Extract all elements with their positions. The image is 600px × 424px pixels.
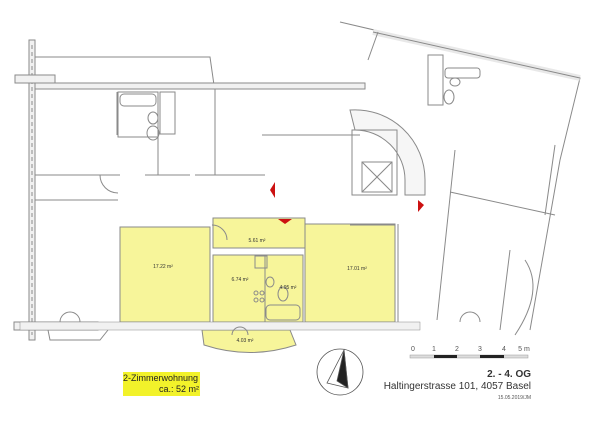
entry-marker-left xyxy=(270,182,275,198)
room-bedroom-label: 17.01 m² xyxy=(347,266,367,272)
apartment-type: 2-Zimmerwohnung xyxy=(123,373,199,383)
apartment-area: ca.: 52 m² xyxy=(158,384,199,394)
address-label: Haltingerstrasse 101, 4057 Basel xyxy=(383,381,531,392)
scale-tick-4: 4 xyxy=(502,346,506,353)
scale-tick-1: 1 xyxy=(432,346,436,353)
room-hall-area xyxy=(212,217,306,249)
date-code-label: 15.05.2019/JM xyxy=(497,395,531,401)
left-terrace-outline xyxy=(35,56,215,86)
room-bedroom-area xyxy=(304,223,396,323)
scale-tick-0: 0 xyxy=(411,346,415,353)
floor-label: 2. - 4. OG xyxy=(487,369,531,380)
scale-tick-2: 2 xyxy=(455,346,459,353)
north-arrow-icon xyxy=(316,348,364,396)
left-exterior-wall xyxy=(28,39,36,341)
right-terrace-outline xyxy=(339,21,581,161)
apartment-highlight xyxy=(119,217,396,353)
north-wall-left xyxy=(34,82,366,90)
room-living-label: 17.22 m² xyxy=(153,264,173,270)
room-balcony-label: 4.03 m² xyxy=(236,338,254,344)
apartment-tag: 2-Zimmerwohnung ca.: 52 m² xyxy=(123,372,200,396)
entry-marker-right xyxy=(418,200,424,212)
room-bath-label: 4.95 m² xyxy=(279,285,297,291)
scale-tick-3: 3 xyxy=(478,346,482,353)
room-living-area xyxy=(119,226,211,323)
entry-marker-down xyxy=(278,219,292,224)
entry-markers xyxy=(270,182,424,224)
room-balcony-area xyxy=(201,329,297,353)
stair-outline xyxy=(349,109,426,196)
scale-tick-5: 5 m xyxy=(518,346,530,353)
scale-bar xyxy=(409,354,529,359)
room-kitchen-area xyxy=(212,254,266,323)
elevator xyxy=(361,161,393,193)
room-kitchen-label: 6.74 m² xyxy=(231,277,249,283)
room-hall-label: 5.61 m² xyxy=(248,238,266,244)
